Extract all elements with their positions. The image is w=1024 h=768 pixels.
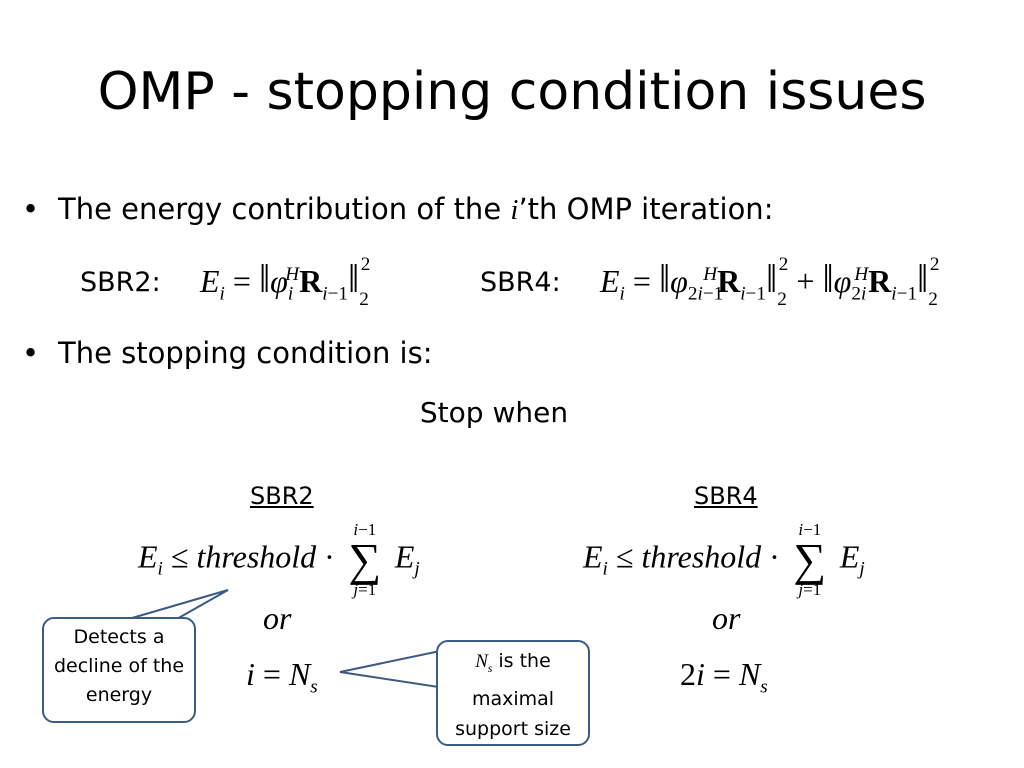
sbr2-or: or: [263, 600, 292, 636]
bullet-energy-contribution: •The energy contribution of the i’th OMP…: [22, 192, 774, 226]
sbr4-label: SBR4:: [480, 267, 561, 298]
sbr2-support-condition: i = Ns: [246, 656, 318, 698]
sbr2-energy-formula: Ei = ‖φiHRi−1‖22: [200, 254, 371, 311]
callout-energy-decline: Detects a decline of the energy: [42, 617, 196, 723]
callout-maximal-support: Ns is the maximal support size: [436, 640, 590, 746]
bullet-dot: •: [22, 336, 40, 370]
slide-title: OMP - stopping condition issues: [97, 62, 927, 122]
sbr4-energy-formula: Ei = ‖φ2i−1HRi−1‖22 + ‖φ2iHRi−1‖22: [600, 254, 940, 311]
summation-symbol: i−1∑j=1: [348, 520, 382, 599]
sbr2-threshold-inequality: Ei ≤ threshold · i−1∑j=1 Ej: [138, 520, 420, 599]
left-callout-pointer: [131, 589, 229, 622]
bullet-dot: •: [22, 192, 40, 226]
bullet-stopping-condition: •The stopping condition is:: [22, 336, 433, 370]
sbr2-label: SBR2:: [80, 267, 161, 298]
summation-symbol: i−1∑j=1: [793, 520, 827, 599]
sbr4-column-header: SBR4: [694, 482, 758, 510]
sbr4-or: or: [712, 600, 741, 636]
sbr4-threshold-inequality: Ei ≤ threshold · i−1∑j=1 Ej: [583, 520, 865, 599]
right-callout-pointer: [339, 648, 446, 690]
sbr4-support-condition: 2i = Ns: [680, 656, 768, 698]
sbr2-column-header: SBR2: [250, 482, 314, 510]
stop-when-text: Stop when: [419, 396, 569, 429]
